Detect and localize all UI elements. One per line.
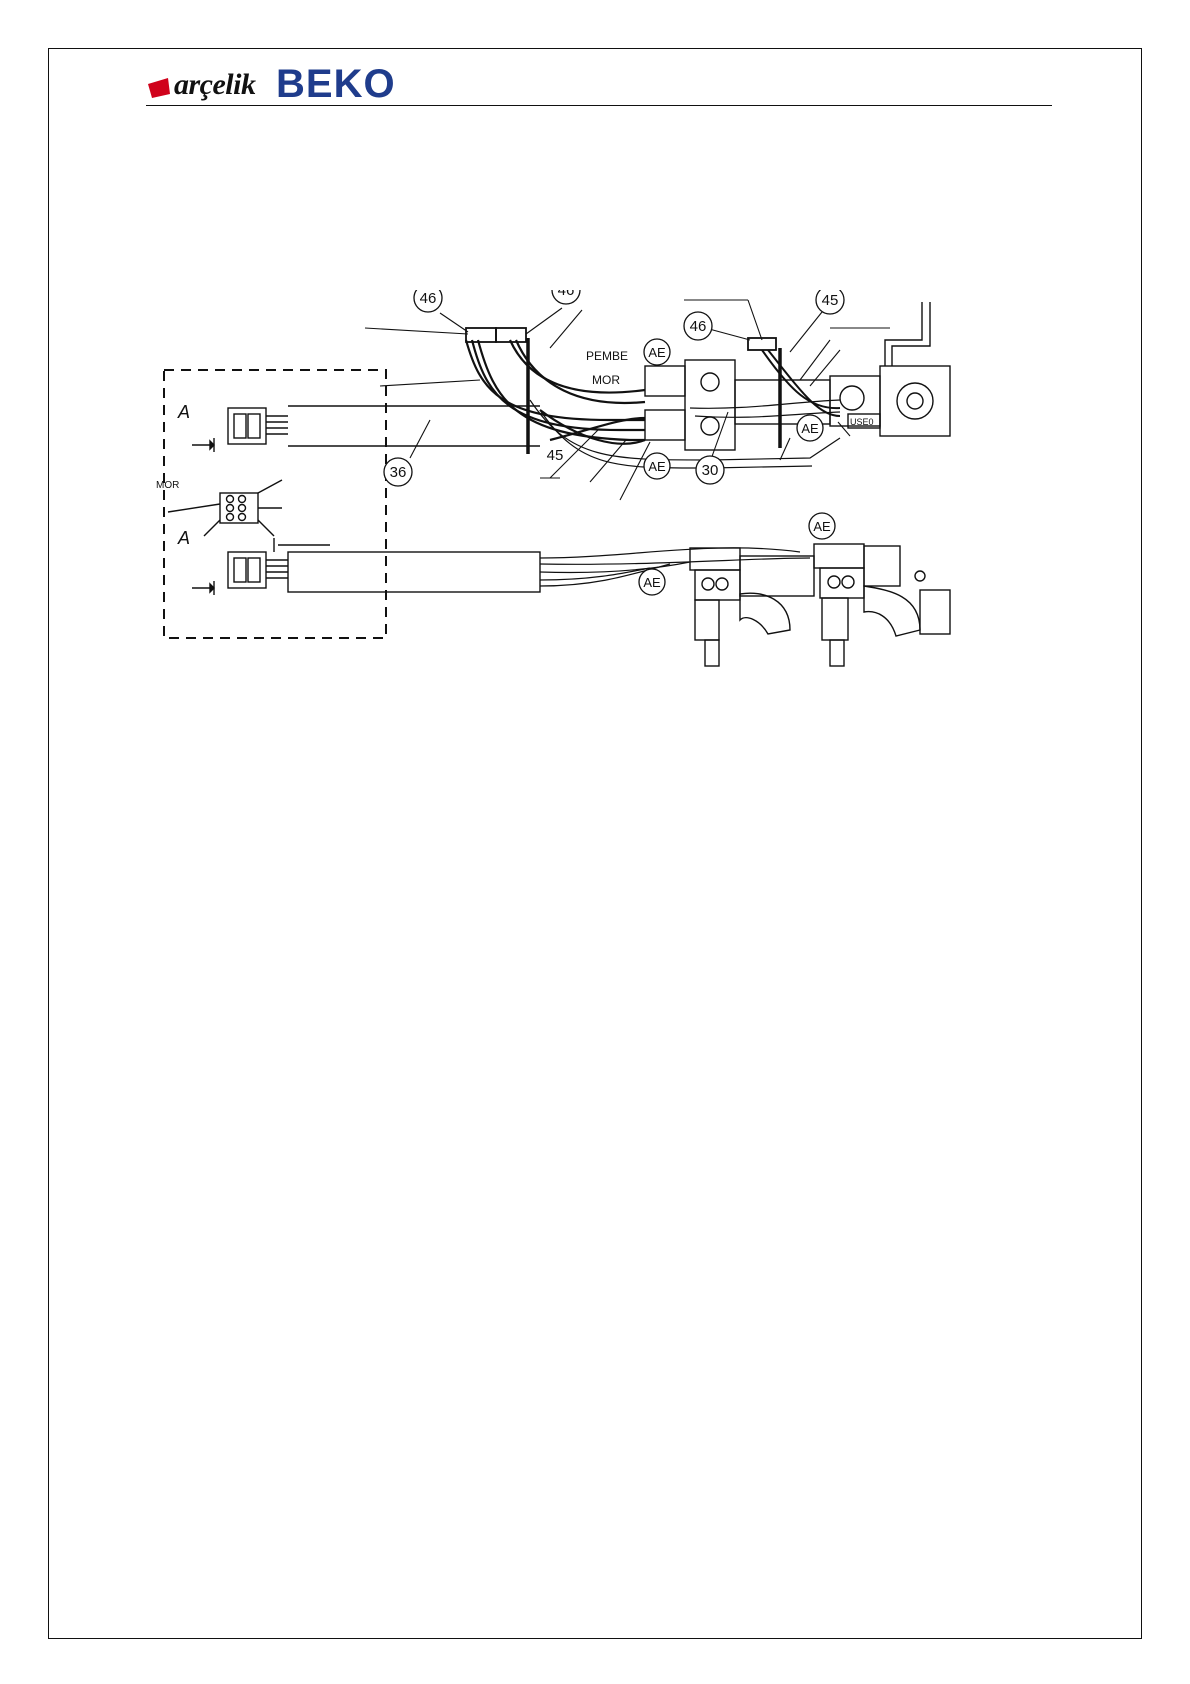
header-divider [146, 105, 1052, 106]
wiring-diagram: 46 46 46 45 45 36 30 AE AE AE AE AE PEMB… [150, 290, 1050, 730]
six-pin-connector [168, 480, 330, 552]
brand-secondary: BEKO [276, 62, 396, 107]
brand-primary: arçelik [174, 68, 255, 102]
callout-46-a: 46 [420, 290, 437, 307]
upper-cable-sleeve [288, 406, 540, 446]
wire-label-mor: MOR [592, 373, 620, 387]
wire-label-pembe: PEMBE [586, 349, 628, 363]
callout-46-b: 46 [558, 290, 575, 299]
wire-label-mor-connector: MOR [156, 480, 179, 491]
page-header: arçelik BEKO [146, 70, 1052, 110]
section-mark-a-upper: A [177, 402, 190, 422]
callout-ae-a: AE [648, 345, 666, 360]
callout-ae-c: AE [648, 459, 666, 474]
upper-connector [228, 408, 288, 444]
callout-46-c: 46 [690, 318, 707, 335]
lower-wire-bundle [540, 548, 810, 586]
brand-flag-icon [146, 76, 172, 100]
clip-46-a [466, 328, 496, 342]
part-label: USE0 [850, 417, 874, 427]
lower-valve-assembly [690, 544, 950, 666]
callout-30: 30 [702, 462, 719, 479]
lower-cable-sleeve [288, 552, 540, 592]
detail-box [164, 370, 386, 638]
callout-ae-d: AE [813, 519, 831, 534]
page-border [48, 48, 1142, 1639]
callout-45-a: 45 [822, 292, 839, 309]
section-mark-a-lower: A [177, 528, 190, 548]
callout-ae-e: AE [643, 575, 661, 590]
callout-45-b: 45 [547, 447, 564, 464]
lower-connector [228, 552, 288, 588]
callout-ae-b: AE [801, 421, 819, 436]
section-labels: A A [177, 402, 190, 548]
callout-36: 36 [390, 464, 407, 481]
leader-lines [365, 300, 890, 500]
